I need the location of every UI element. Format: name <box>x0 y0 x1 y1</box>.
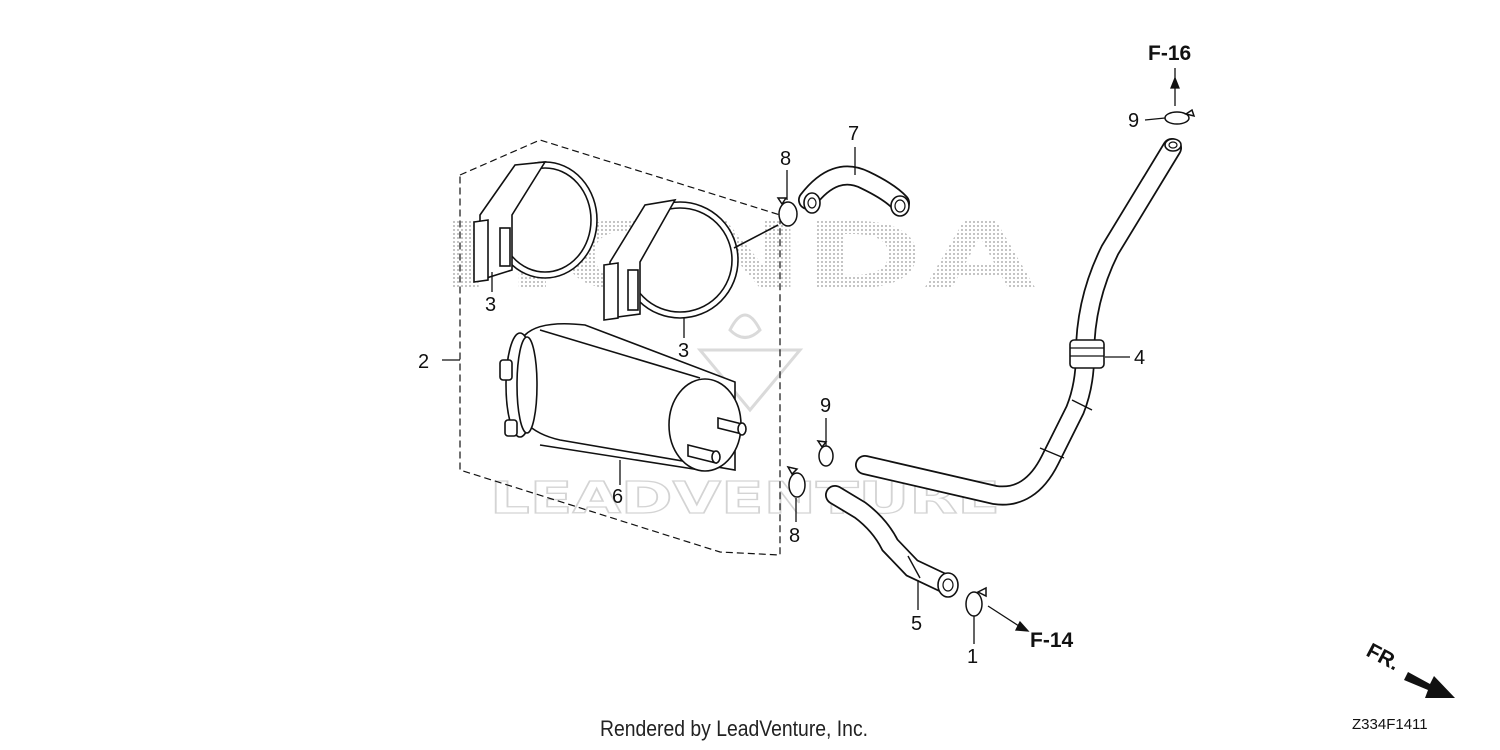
front-arrow-icon <box>1404 672 1455 698</box>
charcoal-canister <box>499 322 747 472</box>
front-label: FR. <box>1363 639 1404 675</box>
canister-port-lower <box>687 443 721 465</box>
band-clamp-front <box>603 198 779 321</box>
canister-port-upper <box>717 416 747 436</box>
clip-lower-left <box>786 465 806 498</box>
clip-upper-right <box>1164 108 1196 125</box>
callout-3-front: 3 <box>678 340 689 362</box>
callout-8-lower: 8 <box>789 525 800 547</box>
callout-4: 4 <box>1134 347 1145 369</box>
callout-9-upper: 9 <box>1128 110 1139 132</box>
clip-lower-right <box>965 586 987 617</box>
callout-8-upper: 8 <box>780 148 791 170</box>
callout-6: 6 <box>612 486 623 508</box>
callout-1: 1 <box>967 646 978 668</box>
elbow-tube <box>798 165 910 217</box>
clip-middle <box>816 440 834 467</box>
long-tube <box>855 138 1182 506</box>
callout-9-middle: 9 <box>820 395 831 417</box>
callout-5: 5 <box>911 613 922 635</box>
drawing-code: Z334F1411 <box>1352 716 1428 733</box>
footer-rendered-by: Rendered by LeadVenture, Inc. <box>600 716 869 741</box>
short-tube <box>825 485 959 598</box>
leader-lines <box>442 68 1180 644</box>
callout-7: 7 <box>848 123 859 145</box>
ref-f16: F-16 <box>1148 42 1191 65</box>
ref-f14: F-14 <box>1030 629 1074 652</box>
clip-elbow <box>776 197 798 227</box>
callout-3-rear: 3 <box>485 294 496 316</box>
band-clamp-rear <box>473 161 598 283</box>
front-direction-indicator: FR. <box>1363 639 1455 698</box>
callout-2: 2 <box>418 351 429 373</box>
